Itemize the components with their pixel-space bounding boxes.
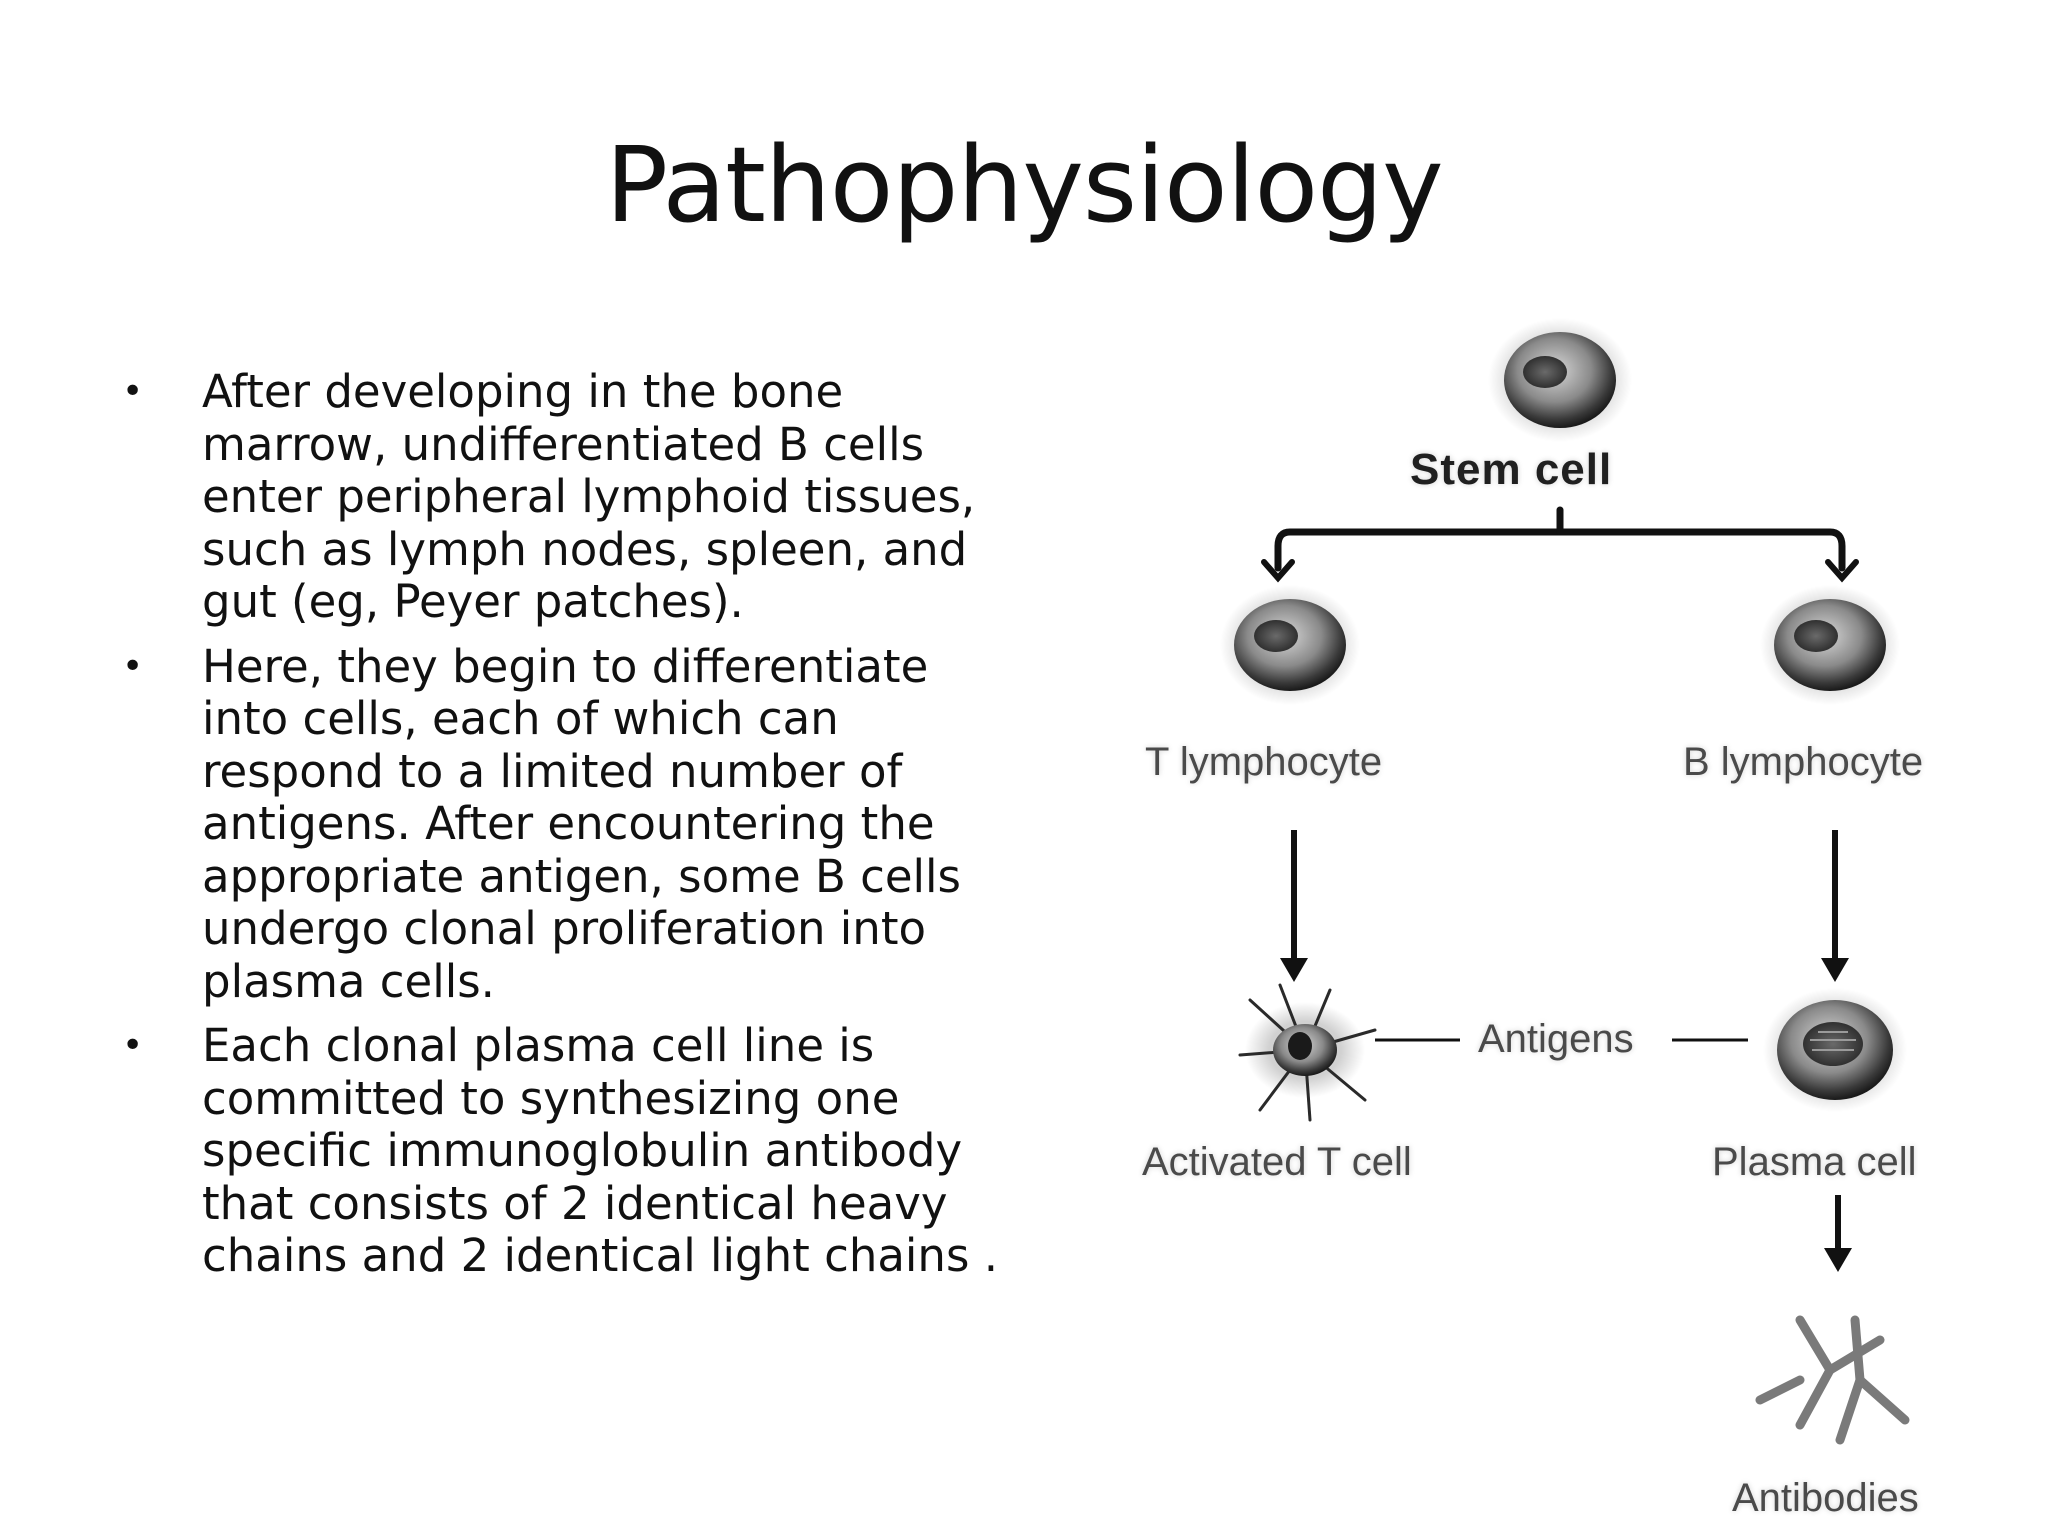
slide-title: Pathophysiology xyxy=(605,124,1443,246)
bullet-marker: • xyxy=(122,1025,144,1066)
branch-arrow xyxy=(1261,506,1859,583)
diagram-graphics xyxy=(1220,318,1910,1445)
bullet-text: Each clonal plasma cell line is committe… xyxy=(202,1019,999,1282)
bullet-list: • After developing in the bone marrow, u… xyxy=(110,365,1010,1295)
b-to-plasma-arrow xyxy=(1821,830,1849,982)
antigens-label: Antigens xyxy=(1478,1017,1634,1061)
activated-t-cell-icon xyxy=(1238,983,1377,1122)
bullet-marker: • xyxy=(122,371,144,412)
bullet-marker: • xyxy=(122,645,144,687)
cell-lineage-diagram: Stem cell T lymphocyte B lymphocyte Anti… xyxy=(1100,310,2000,1536)
bullet-item: • Here, they begin to differentiate into… xyxy=(110,639,1010,1009)
antibodies-label: Antibodies xyxy=(1732,1476,1919,1520)
plasma-cell-label: Plasma cell xyxy=(1712,1140,1917,1184)
bullet-text: Here, they begin to differentiate into c… xyxy=(202,639,962,1008)
plasma-to-antibodies-arrow xyxy=(1824,1195,1852,1272)
bullet-text: After developing in the bone marrow, und… xyxy=(202,365,976,628)
bullet-item: • Each clonal plasma cell line is commit… xyxy=(110,1019,1010,1283)
antibodies-icon xyxy=(1755,1315,1910,1445)
t-to-activated-arrow xyxy=(1280,830,1308,982)
plasma-cell-icon xyxy=(1763,988,1907,1112)
b-lymphocyte-label: B lymphocyte xyxy=(1683,740,1924,784)
t-lymphocyte-icon xyxy=(1220,585,1360,705)
bullet-item: • After developing in the bone marrow, u… xyxy=(110,365,1010,629)
stem-cell-icon xyxy=(1488,318,1632,442)
activated-t-cell-label: Activated T cell xyxy=(1142,1140,1412,1184)
b-lymphocyte-icon xyxy=(1760,585,1900,705)
t-lymphocyte-label: T lymphocyte xyxy=(1145,740,1383,784)
stem-cell-label: Stem cell xyxy=(1410,445,1613,494)
